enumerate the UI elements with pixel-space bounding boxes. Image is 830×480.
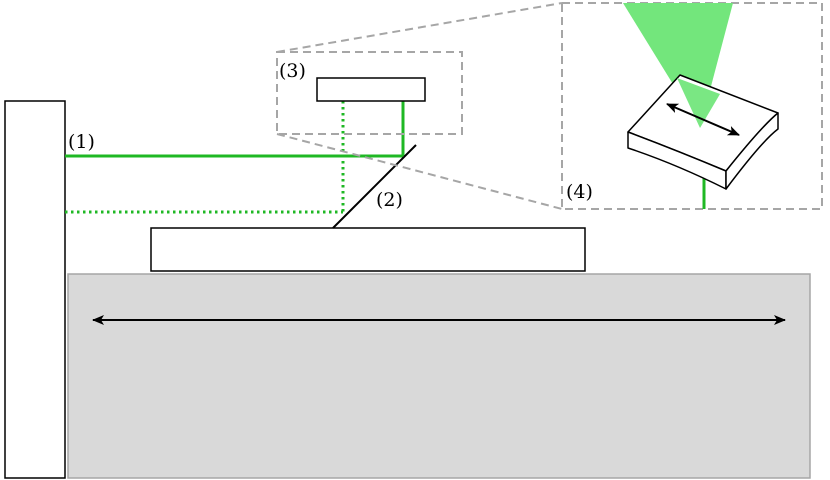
left-column: [4, 100, 66, 479]
detector-element: [316, 77, 426, 102]
label-4: (4): [566, 181, 593, 203]
cone-overlap: [677, 78, 720, 128]
inset-motion-arrow: [666, 103, 740, 136]
label-1: (1): [68, 131, 95, 153]
label-2: (2): [376, 189, 403, 211]
sample-platform: [150, 227, 586, 272]
mirror-2: [332, 144, 417, 229]
translation-stage: [67, 273, 811, 479]
zoom-connector-bottom: [276, 133, 563, 210]
label-3: (3): [279, 60, 306, 82]
zoom-box-3: [276, 51, 463, 135]
zoom-connector-top: [276, 2, 563, 53]
